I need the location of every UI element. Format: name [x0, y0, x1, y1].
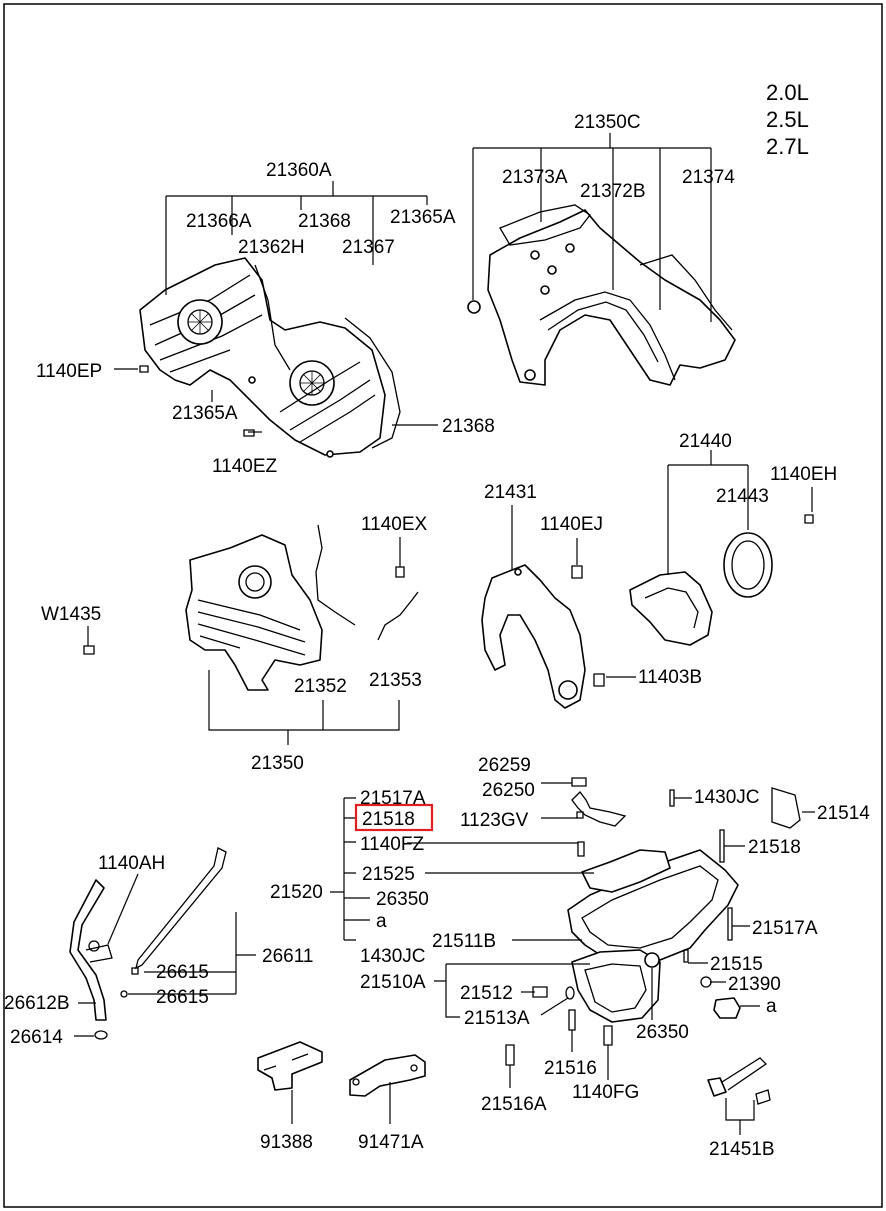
label-a-list: a: [376, 911, 387, 932]
label-21372B: 21372B: [580, 181, 646, 202]
rear-cover-drawing: [467, 204, 736, 386]
inner-plate-group: 21431 1140EJ 11403B: [481, 482, 702, 709]
label-26612B: 26612B: [4, 993, 70, 1014]
dipstick-group: 1140AH 26611 26615 26615 26612B 26614: [4, 847, 313, 1048]
diagram-border: [3, 3, 883, 1208]
label-21390: 21390: [728, 974, 781, 995]
label-1140EZ: 1140EZ: [212, 456, 278, 477]
label-21367: 21367: [342, 237, 395, 258]
label-26250: 26250: [482, 780, 535, 801]
label-21350C: 21350C: [574, 112, 641, 133]
label-21510A: 21510A: [360, 972, 426, 993]
label-21515: 21515: [710, 954, 763, 975]
label-21440: 21440: [679, 431, 732, 452]
timing-cover-upper-group: 21360A 21366A 21368 21365A 21362H 21367 …: [36, 160, 495, 477]
label-21368-right: 21368: [442, 416, 495, 437]
label-1430JC-top: 1430JC: [694, 787, 760, 808]
label-21514: 21514: [817, 803, 870, 824]
label-1123GV: 1123GV: [460, 810, 529, 831]
label-21368-top: 21368: [298, 211, 351, 232]
timing-cover-lower-drawing: [83, 524, 419, 691]
sensor-21451B-drawing: [707, 1057, 771, 1105]
label-21431: 21431: [484, 482, 537, 503]
label-26615-lower: 26615: [156, 987, 209, 1008]
timing-cover-lower-group: 1140EX W1435 21352 21353 21350: [41, 514, 428, 774]
engine-variant-2-5l: 2.5L: [766, 107, 809, 132]
label-1140EH: 1140EH: [770, 464, 837, 485]
label-a-right: a: [766, 996, 777, 1017]
engine-variant-2-7l: 2.7L: [766, 134, 809, 159]
timing-cover-upper-drawing: [139, 257, 401, 458]
label-1140AH: 1140AH: [98, 853, 165, 874]
label-11403B: 11403B: [638, 667, 702, 688]
bracket-91471A-drawing: [349, 1054, 426, 1097]
oil-pan-drawing: [505, 777, 801, 1066]
oil-pan-group: 26259 26250 1123GV 1430JC 21514 21517A 2…: [270, 755, 870, 1115]
label-1430JC-list: 1430JC: [360, 946, 426, 967]
label-21443: 21443: [716, 486, 769, 507]
label-21518-right: 21518: [748, 837, 801, 858]
inner-plate-drawing: [481, 564, 605, 709]
label-1140EX: 1140EX: [361, 514, 428, 535]
label-21365A-top: 21365A: [390, 207, 456, 228]
label-21516A: 21516A: [481, 1094, 547, 1115]
label-21362H: 21362H: [238, 237, 305, 258]
label-21374: 21374: [682, 167, 735, 188]
label-21360A: 21360A: [266, 160, 332, 181]
engine-variants: 2.0L 2.5L 2.7L: [766, 80, 809, 159]
label-21525: 21525: [362, 864, 415, 885]
label-21350: 21350: [251, 753, 304, 774]
label-21511B: 21511B: [432, 931, 496, 952]
label-21518-list[interactable]: 21518: [362, 809, 415, 830]
seal-housing-group: 21440 1140EH 21443: [629, 431, 837, 646]
label-26611: 26611: [262, 946, 313, 967]
label-26615-upper: 26615: [156, 962, 209, 983]
seal-housing-drawing: [629, 514, 814, 646]
label-91471A: 91471A: [358, 1132, 424, 1153]
label-21517A-list: 21517A: [360, 788, 426, 809]
label-21512: 21512: [460, 983, 513, 1004]
label-21353: 21353: [369, 670, 422, 691]
bracket-group: 91388 91471A: [257, 1041, 426, 1153]
label-21451B: 21451B: [709, 1139, 775, 1160]
sensor-group: 21451B: [707, 1057, 775, 1160]
label-21365A-bottom: 21365A: [172, 403, 238, 424]
label-21373A: 21373A: [502, 167, 568, 188]
label-26350-bottom: 26350: [636, 1022, 689, 1043]
label-1140FZ: 1140FZ: [360, 834, 424, 855]
engine-variant-2-0l: 2.0L: [766, 80, 809, 105]
label-W1435: W1435: [41, 604, 101, 625]
label-1140EJ: 1140EJ: [540, 514, 603, 535]
label-26614: 26614: [10, 1027, 63, 1048]
highlight-21518: [354, 803, 434, 832]
label-1140FG: 1140FG: [572, 1082, 639, 1103]
label-26259: 26259: [478, 755, 531, 776]
label-21366A: 21366A: [186, 211, 252, 232]
rear-cover-group: 21350C 21373A 21372B 21374: [467, 112, 736, 386]
bracket-91388-drawing: [257, 1041, 323, 1091]
label-21520: 21520: [270, 882, 323, 903]
label-21352: 21352: [294, 676, 347, 697]
label-26350-list: 26350: [376, 889, 429, 910]
label-21517A-right: 21517A: [752, 918, 818, 939]
label-1140EP: 1140EP: [36, 361, 102, 382]
label-91388: 91388: [260, 1132, 313, 1153]
dipstick-drawing: [69, 847, 227, 1040]
label-21513A: 21513A: [464, 1008, 530, 1029]
label-21516: 21516: [544, 1058, 597, 1079]
